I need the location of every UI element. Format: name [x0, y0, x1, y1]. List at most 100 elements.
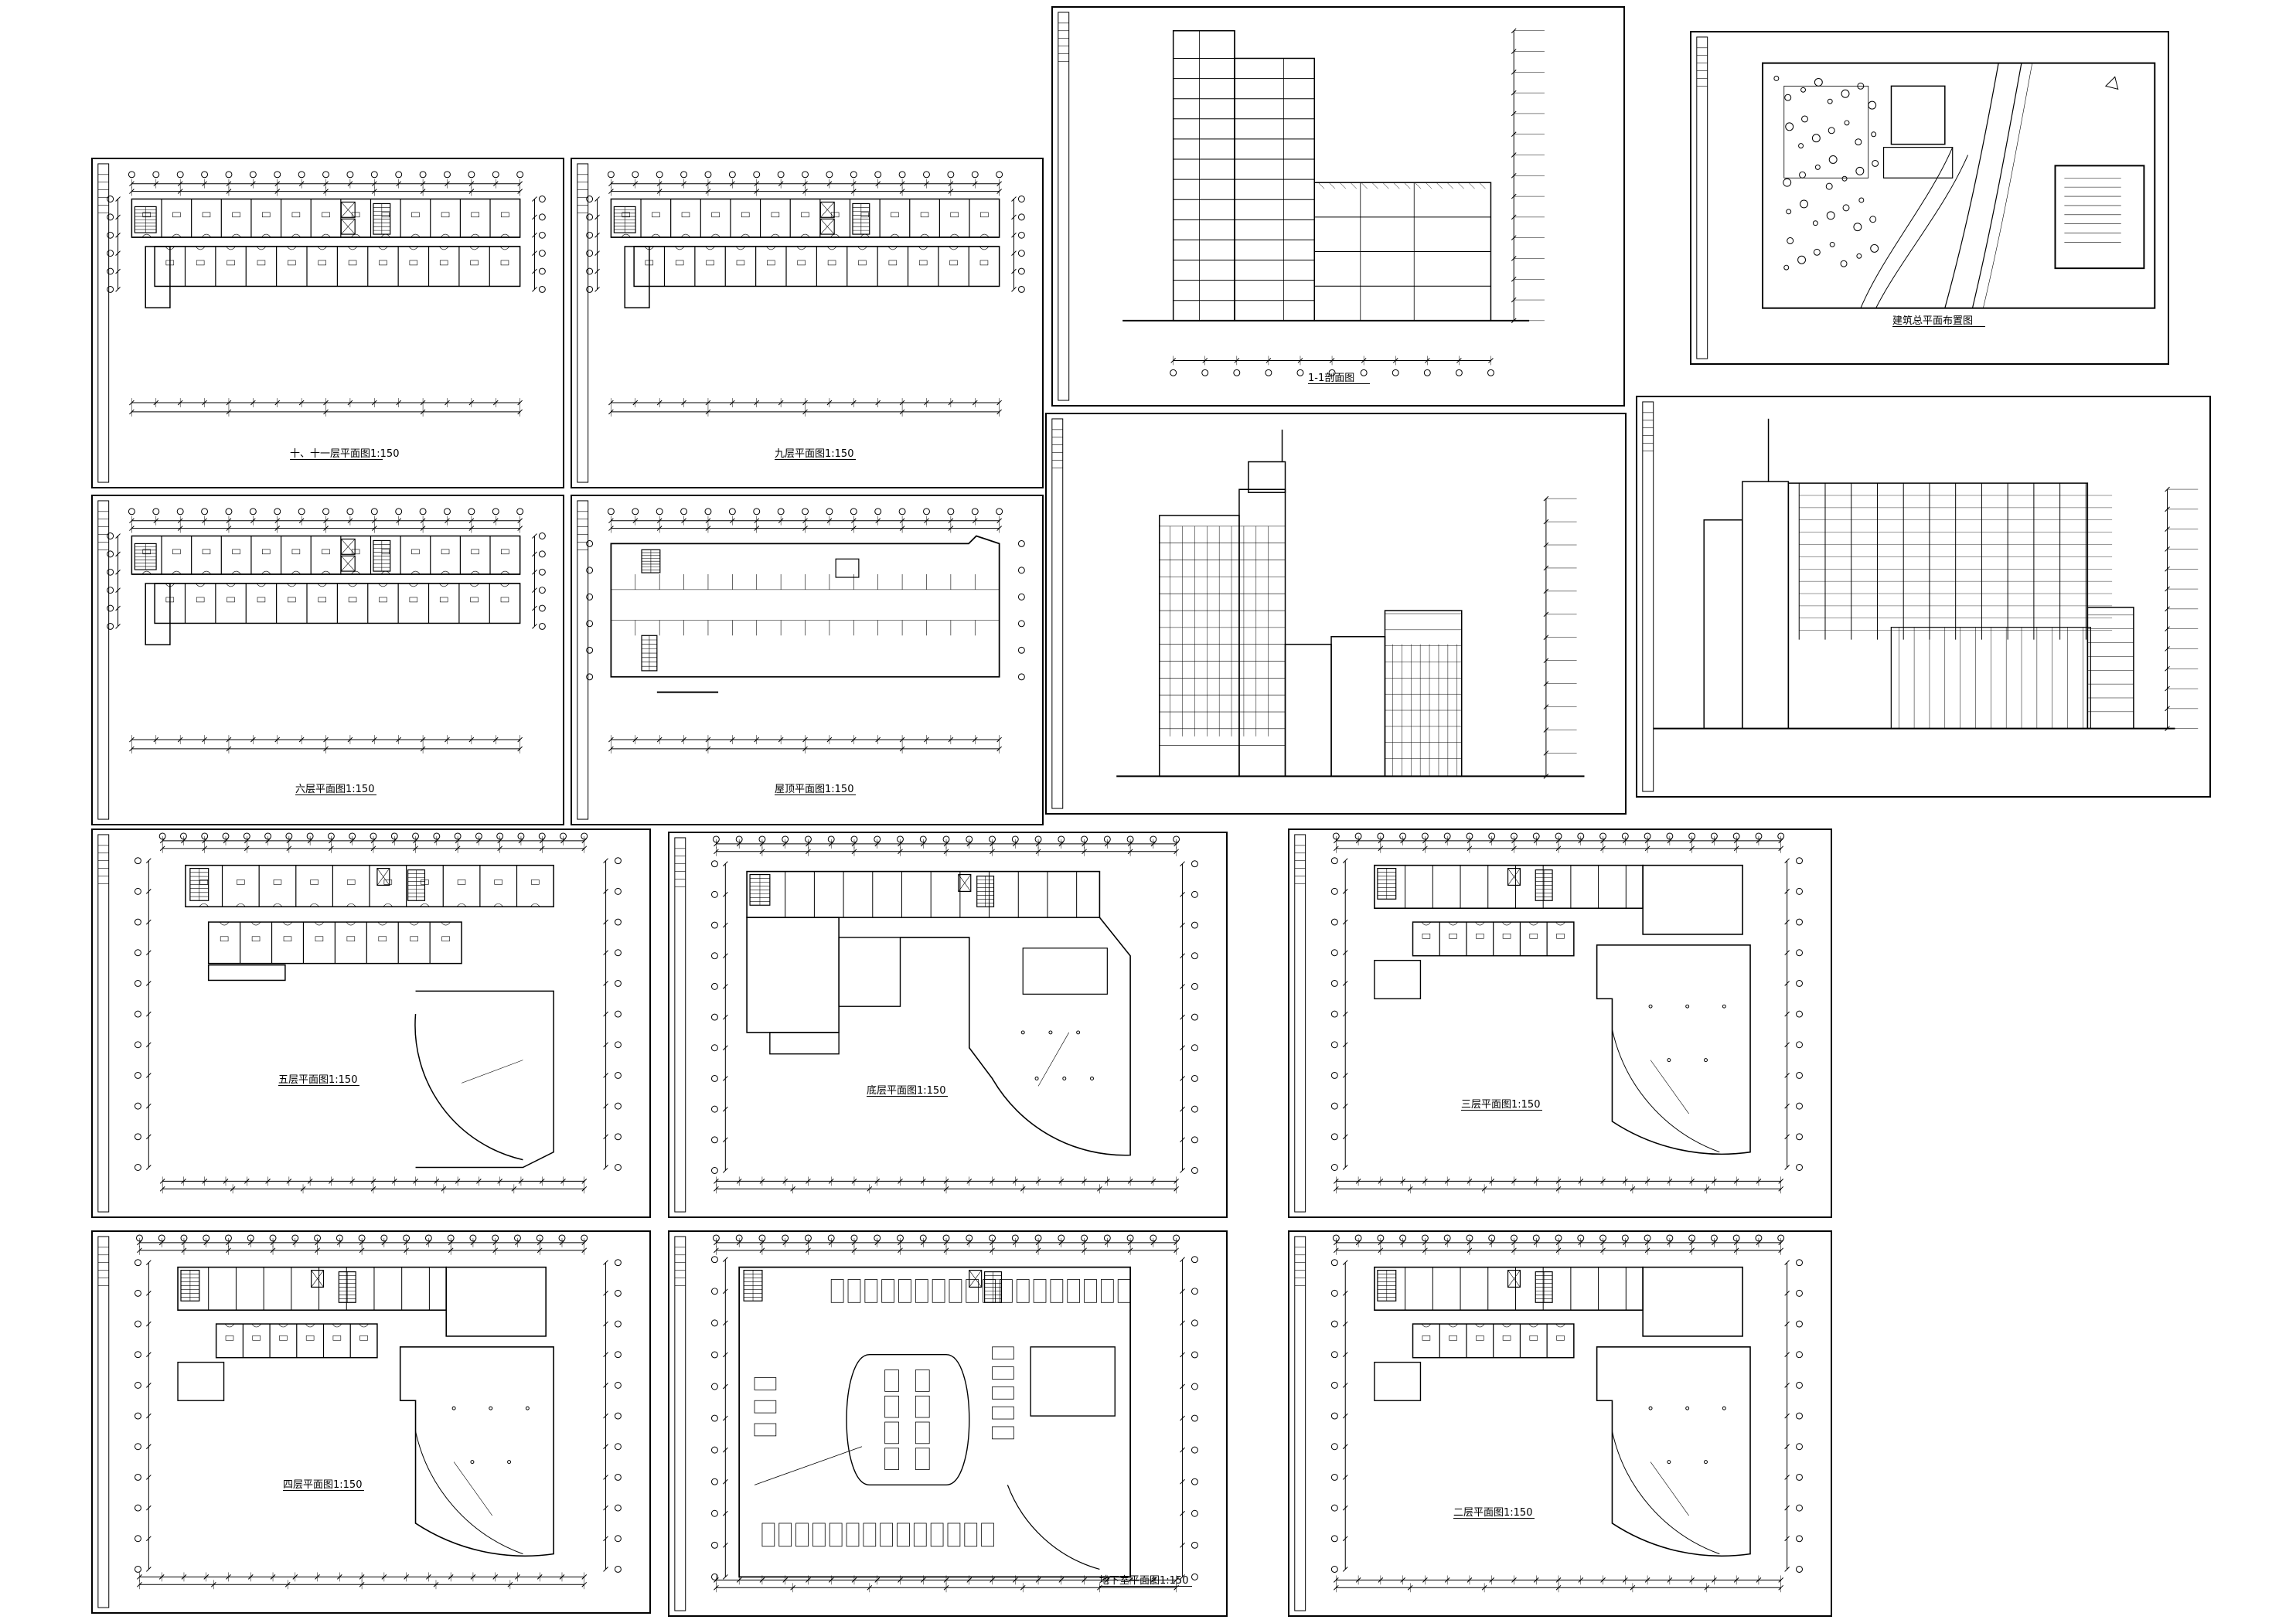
podium-facade	[1384, 610, 1463, 777]
drawing-caption: 1-1剖面图	[1308, 373, 1355, 384]
ramp-line	[754, 1446, 863, 1485]
door-swing	[141, 233, 152, 238]
door-swing	[674, 246, 685, 250]
axis-bubble	[1577, 832, 1585, 840]
parking-space	[913, 1523, 927, 1547]
tree	[1828, 127, 1835, 134]
parking-space	[761, 1523, 775, 1547]
axis-bubble	[538, 832, 546, 840]
tree	[1787, 237, 1794, 244]
axis-bubble	[1191, 1074, 1198, 1082]
dimension-tick	[1342, 1011, 1348, 1017]
axis-bubble	[1017, 593, 1025, 601]
dimension-tick	[1180, 1257, 1185, 1263]
annex-room	[207, 964, 286, 982]
axis-bubble	[1150, 1234, 1157, 1242]
axis-bubble	[710, 1288, 718, 1295]
dimension-tick	[1180, 861, 1185, 867]
axis-bubble	[874, 508, 882, 515]
dimension-tick	[145, 1073, 152, 1078]
door-swing	[705, 246, 715, 250]
dimension-tick	[115, 605, 121, 611]
axis-bubble	[475, 832, 482, 840]
title-block	[97, 500, 110, 820]
elevator	[340, 538, 356, 555]
axis-bubble	[923, 171, 930, 179]
axis-bubble	[349, 832, 356, 840]
axis-bubble	[538, 196, 546, 202]
bathroom	[351, 212, 360, 218]
dimension-tick	[1784, 950, 1790, 956]
axis-bubble	[560, 832, 567, 840]
dimension-tick	[1342, 1475, 1348, 1480]
axis-bubble	[1191, 921, 1198, 929]
axis-bubble	[1330, 1320, 1338, 1328]
roof-truss	[1425, 182, 1432, 189]
axis-bubble	[107, 250, 114, 257]
dimension-tick	[722, 1543, 728, 1548]
axis-bubble	[782, 835, 789, 843]
tree	[1785, 122, 1794, 131]
elevator	[376, 868, 390, 886]
door-swing	[949, 246, 959, 250]
door-swing	[441, 921, 451, 926]
axis-bubble	[1058, 835, 1065, 843]
axis-bubble	[586, 231, 594, 239]
dimension-tick	[603, 1505, 608, 1511]
door-swing	[456, 903, 467, 907]
bathroom	[291, 212, 301, 218]
dimension-tick	[722, 1014, 728, 1020]
dimension-tick	[1011, 287, 1017, 292]
floor-plan-drawing	[1294, 832, 1803, 1213]
axis-bubble	[632, 508, 639, 515]
annex-room	[145, 246, 171, 308]
axis-bubble	[496, 832, 504, 840]
door-swing	[741, 233, 751, 238]
room-row	[610, 198, 1000, 238]
axis-bubble	[1360, 369, 1368, 376]
bathroom	[1422, 934, 1431, 939]
elevator-cross	[1507, 868, 1521, 886]
parking-space	[754, 1400, 777, 1414]
tree	[1856, 253, 1862, 259]
title-block	[577, 500, 589, 820]
axis-bubble	[1265, 369, 1272, 376]
axis-bubble	[1191, 982, 1198, 990]
axis-bubble	[1443, 832, 1451, 840]
axis-bubble	[989, 1234, 996, 1242]
axis-bubble	[107, 285, 114, 293]
door-swing	[420, 903, 430, 907]
axis-bubble	[134, 1041, 141, 1049]
axis-bubble	[581, 1234, 588, 1242]
column	[1685, 1004, 1690, 1009]
axis-bubble	[243, 832, 250, 840]
axis-bubble	[735, 1234, 743, 1242]
curved-wall	[414, 1014, 523, 1161]
axis-bubble	[1191, 1136, 1198, 1144]
axis-bubble	[1599, 832, 1607, 840]
parking-space	[1033, 1279, 1047, 1303]
door-swing	[278, 1323, 288, 1328]
door-swing	[826, 246, 837, 250]
dimension-tick	[1342, 919, 1348, 925]
axis-bubble	[710, 982, 718, 990]
dimension-tick	[722, 1045, 728, 1051]
bathroom	[501, 549, 509, 555]
axis-bubble	[1191, 1383, 1198, 1390]
dimension-tick	[532, 551, 537, 557]
elevator-cross	[341, 219, 356, 235]
parking-space	[884, 1370, 899, 1392]
dimension-tick	[603, 919, 608, 925]
axis-bubble	[538, 213, 546, 221]
axis-bubble	[107, 267, 114, 275]
axis-bubble	[802, 508, 809, 515]
door-swing	[408, 583, 419, 587]
axis-bubble	[1191, 1351, 1198, 1359]
room-block	[1374, 1266, 1644, 1311]
drawing-caption: 九层平面图1:150	[775, 448, 854, 460]
axis-bubble	[1688, 1234, 1696, 1242]
axis-bubble	[1330, 1535, 1338, 1543]
axis-bubble	[1399, 1234, 1407, 1242]
bathroom	[439, 260, 448, 266]
column	[525, 1406, 530, 1410]
